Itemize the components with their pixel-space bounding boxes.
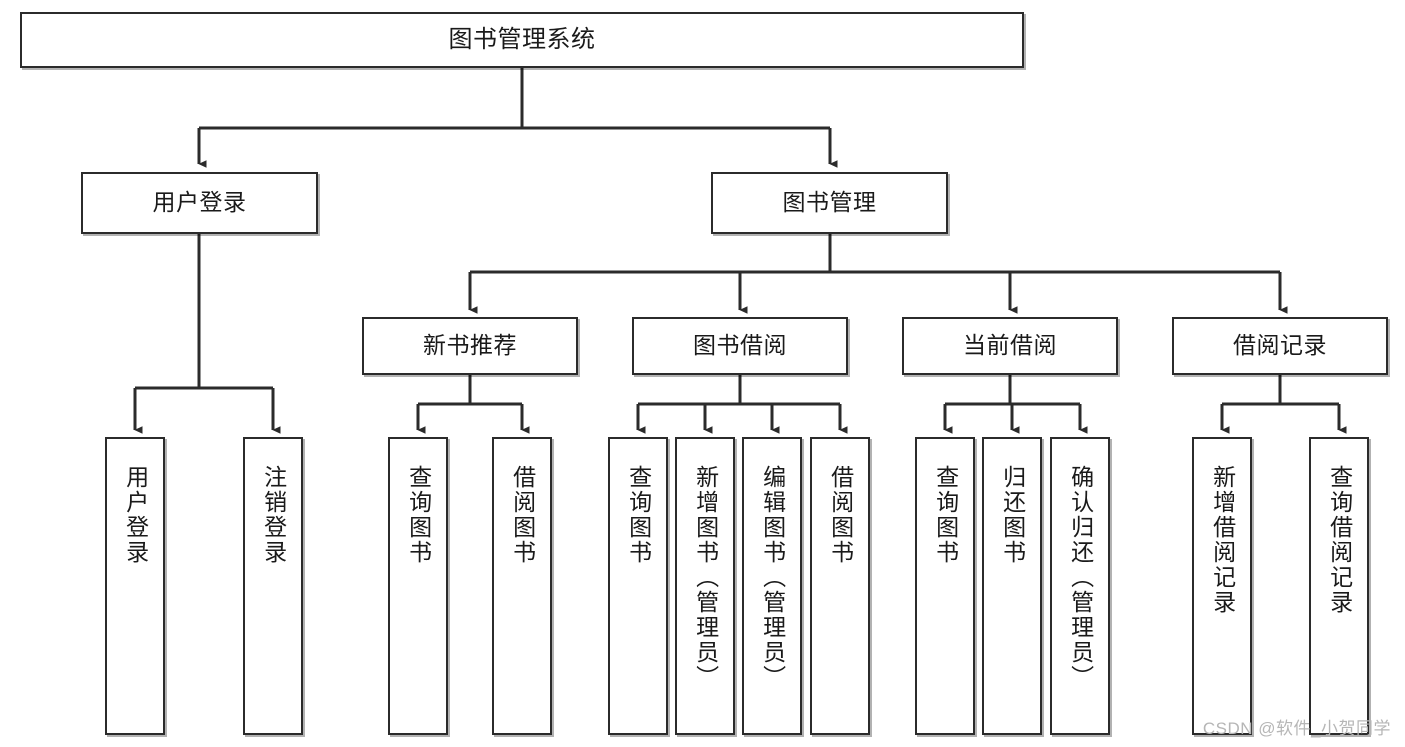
node-label: 借阅记录 [1233, 332, 1327, 359]
csdn-watermark: CSDN @软件_小贺同学 [1202, 719, 1391, 738]
node-label: 图书借阅 [693, 332, 787, 359]
leaf-query-book-1[interactable]: 查询图书 [388, 437, 448, 735]
leaf-user-login[interactable]: 用户登录 [105, 437, 165, 735]
node-label: 确认归还（管理员） [1067, 465, 1094, 690]
leaf-return-book[interactable]: 归还图书 [982, 437, 1042, 735]
leaf-borrow-book-2[interactable]: 借阅图书 [810, 437, 870, 735]
node-label: 借阅图书 [827, 465, 854, 565]
node-label: 查询图书 [625, 465, 652, 565]
node-book-manage[interactable]: 图书管理 [711, 172, 948, 234]
node-label: 注销登录 [260, 465, 287, 565]
node-user-login[interactable]: 用户登录 [81, 172, 318, 234]
leaf-confirm-return[interactable]: 确认归还（管理员） [1050, 437, 1110, 735]
leaf-query-record[interactable]: 查询借阅记录 [1309, 437, 1369, 735]
node-label: 查询图书 [932, 465, 959, 565]
leaf-borrow-book-1[interactable]: 借阅图书 [492, 437, 552, 735]
node-label: 新增借阅记录 [1209, 465, 1236, 615]
leaf-add-record[interactable]: 新增借阅记录 [1192, 437, 1252, 735]
node-label: 用户登录 [122, 465, 149, 565]
node-label: 用户登录 [152, 189, 247, 216]
node-label: 编辑图书（管理员） [759, 465, 786, 690]
node-new-book-recommend[interactable]: 新书推荐 [362, 317, 578, 375]
leaf-logout-login[interactable]: 注销登录 [243, 437, 303, 735]
leaf-query-book-2[interactable]: 查询图书 [608, 437, 668, 735]
node-current-borrow[interactable]: 当前借阅 [902, 317, 1118, 375]
node-label: 查询借阅记录 [1326, 465, 1353, 615]
leaf-edit-book[interactable]: 编辑图书（管理员） [742, 437, 802, 735]
node-label: 新书推荐 [423, 332, 517, 359]
node-label: 新增图书（管理员） [692, 465, 719, 690]
node-label: 图书管理系统 [448, 25, 596, 53]
node-label: 归还图书 [999, 465, 1026, 565]
node-label: 查询图书 [405, 465, 432, 565]
node-book-borrow[interactable]: 图书借阅 [632, 317, 848, 375]
node-label: 图书管理 [782, 189, 877, 216]
leaf-query-book-3[interactable]: 查询图书 [915, 437, 975, 735]
node-label: 借阅图书 [509, 465, 536, 565]
node-book-management-system[interactable]: 图书管理系统 [20, 12, 1024, 68]
node-borrow-record[interactable]: 借阅记录 [1172, 317, 1388, 375]
leaf-add-book[interactable]: 新增图书（管理员） [675, 437, 735, 735]
node-label: 当前借阅 [963, 332, 1057, 359]
